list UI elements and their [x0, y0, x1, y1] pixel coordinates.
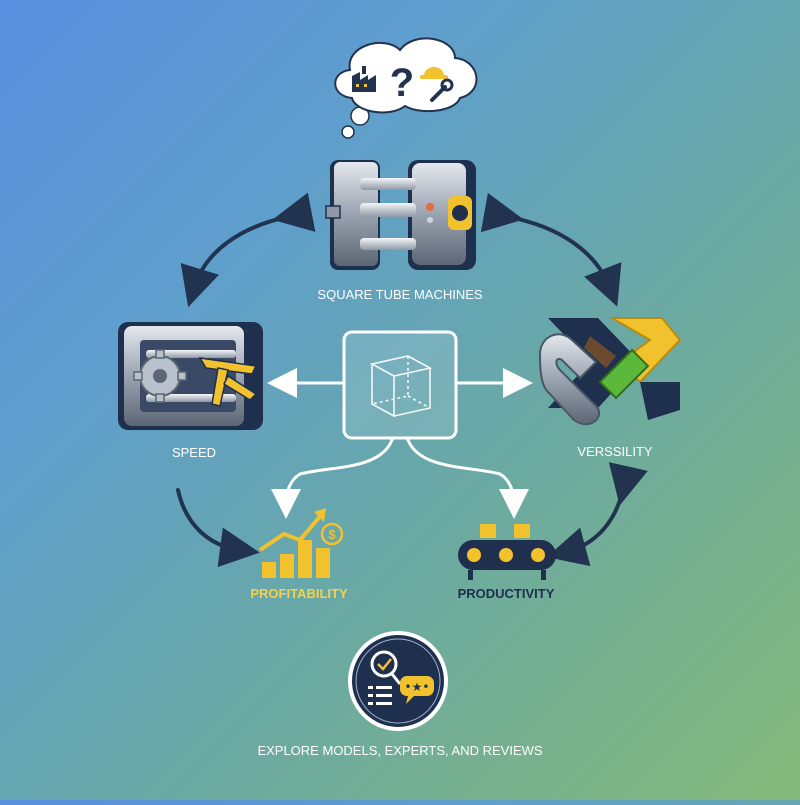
verssility-label: VERSSILITY [577, 444, 652, 459]
square-tube-machines-label: SQUARE TUBE MACHINES [317, 287, 483, 302]
gear-machine-icon [118, 322, 263, 430]
profitability-label: PROFITABILITY [250, 586, 348, 601]
arrow-center-down-left [271, 438, 394, 519]
cube-wireframe-icon [342, 330, 458, 440]
speed-label: SPEED [172, 445, 216, 460]
center-arrows [267, 368, 533, 519]
svg-text:•★•: •★• [405, 680, 430, 694]
caliper-icon [198, 357, 258, 407]
thought-bubble: ? [334, 37, 478, 139]
wrench-icon [430, 78, 454, 102]
hard-hat-icon [420, 67, 448, 79]
arrow-top-left [180, 192, 316, 308]
cycle-arrows [176, 192, 648, 568]
conveyor-belt-icon [458, 524, 556, 580]
question-mark-icon: ? [390, 61, 414, 105]
svg-text:$: $ [328, 527, 336, 542]
arrow-center-down-right [406, 438, 529, 519]
rising-bar-chart-icon: $ [258, 508, 344, 578]
gear-icon [133, 349, 187, 403]
arrow-right-down [546, 462, 648, 567]
productivity-label: PRODUCTIVITY [458, 586, 555, 601]
factory-icon [352, 66, 376, 92]
footer-label[interactable]: EXPLORE MODELS, EXPERTS, AND REVIEWS [257, 743, 542, 758]
arrow-top-right [480, 192, 622, 307]
interlocking-links-icon [538, 317, 682, 426]
tube-machine-icon [325, 160, 476, 270]
arrow-left-down [176, 488, 260, 568]
review-checklist-icon[interactable]: •★• [348, 631, 448, 731]
